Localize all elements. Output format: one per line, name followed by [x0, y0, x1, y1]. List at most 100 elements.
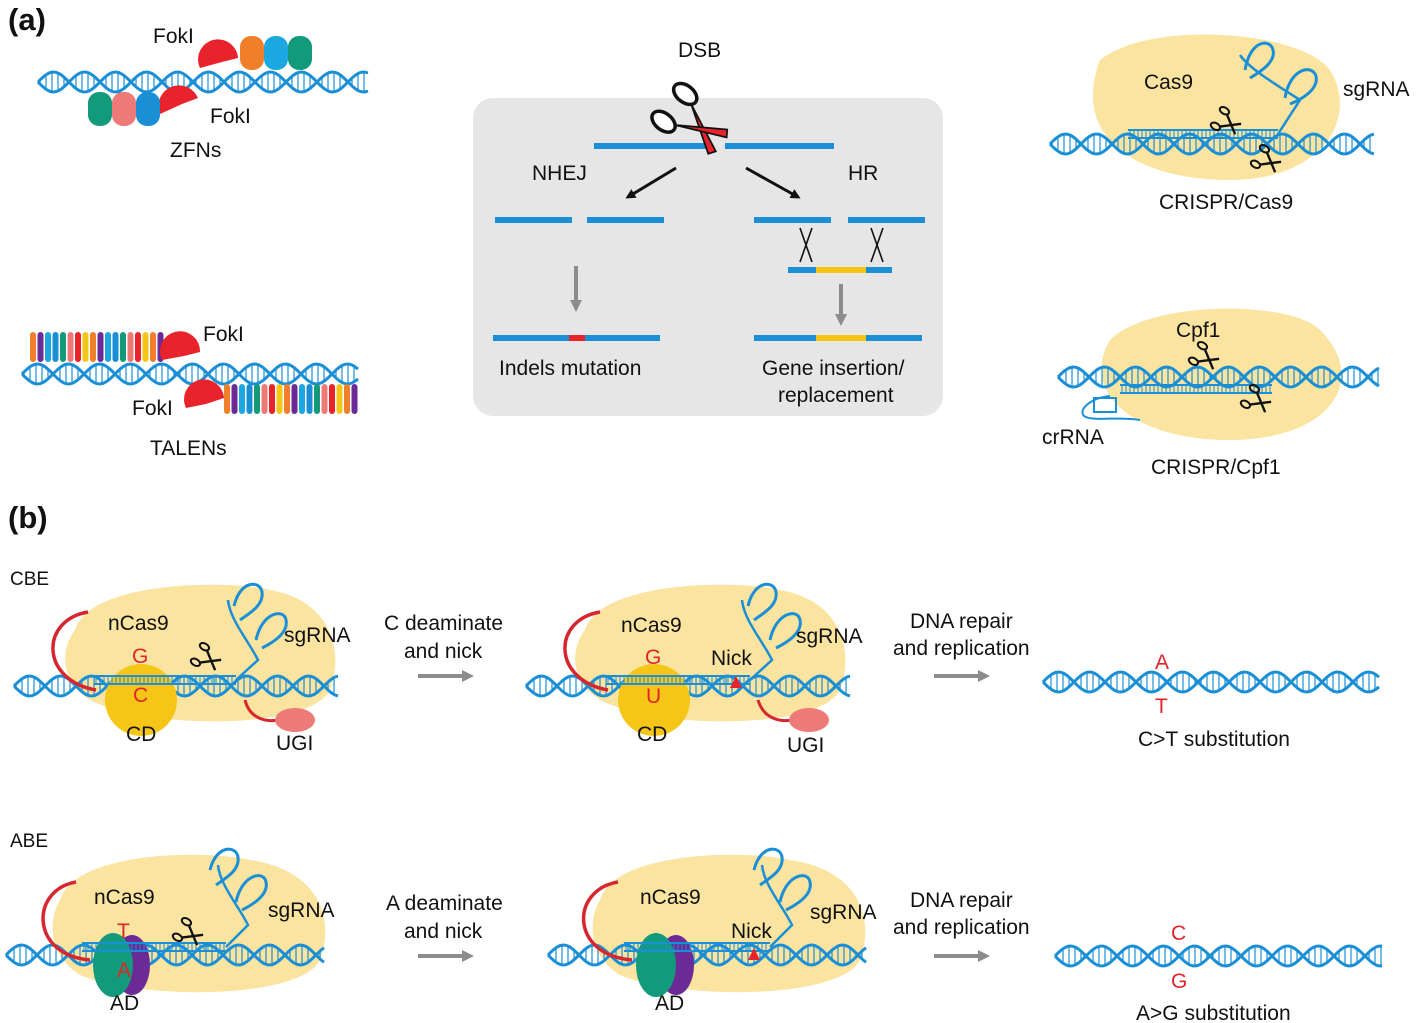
gene-insertion-label: Gene insertion/	[762, 357, 905, 380]
foki-nuclease-bottom	[184, 379, 224, 408]
crossover-right	[870, 227, 884, 263]
nhej-label: NHEJ	[532, 162, 587, 185]
nick-marker-icon	[748, 948, 760, 960]
gene-replacement-label: replacement	[778, 384, 894, 407]
nick-label: Nick	[711, 647, 752, 670]
dna-double-helix	[1056, 365, 1380, 389]
abe-initial-complex: nCas9 sgRNA T A AD	[4, 847, 335, 1015]
ad-label: AD	[110, 992, 139, 1015]
tale-repeat-array	[30, 332, 164, 362]
scissors-icon	[650, 81, 729, 155]
cbe-result-caption: C>T substitution	[1138, 728, 1290, 751]
crrna-duplex	[1081, 384, 1272, 421]
linker	[563, 610, 609, 692]
hr-label: HR	[848, 162, 878, 185]
abe-nicked-complex: nCas9 sgRNA Nick AD	[546, 847, 877, 1015]
ncas9-label: nCas9	[640, 886, 701, 909]
abe-label: ABE	[10, 831, 48, 852]
cbe-result: A T C>T substitution	[1041, 651, 1380, 751]
target-base-bottom: U	[646, 685, 661, 708]
linker	[41, 880, 91, 962]
dsb-label: DSB	[678, 39, 721, 62]
zfn-diagram: FokI FokI ZFNs	[36, 25, 369, 162]
foki-nuclease-top	[198, 39, 238, 68]
cd-label: CD	[637, 723, 667, 746]
ugi-label: UGI	[276, 732, 313, 755]
cpf1-title: CRISPR/Cpf1	[1151, 456, 1281, 479]
cpf1-protein-label: Cpf1	[1176, 319, 1220, 342]
ugi-protein	[789, 708, 829, 732]
zfn-foki-top-label: FokI	[153, 25, 194, 48]
nick-label: Nick	[731, 920, 772, 943]
abe-step2-line2: and replication	[893, 916, 1030, 939]
ncas9-label: nCas9	[94, 886, 155, 909]
zfn-title: ZFNs	[170, 139, 221, 162]
sgrna-label: sgRNA	[284, 624, 351, 647]
cas9-title: CRISPR/Cas9	[1159, 191, 1293, 214]
tale-repeat-array	[224, 384, 358, 414]
sgrna-hairpin	[1243, 41, 1318, 106]
target-base-bottom: A	[117, 959, 131, 982]
target-base-bottom: C	[133, 684, 148, 707]
panel-b-label: (b)	[8, 500, 48, 535]
cbe-label: CBE	[10, 569, 49, 590]
hr-arrow	[745, 166, 801, 199]
ad-label: AD	[655, 992, 684, 1015]
crossover-left	[799, 227, 813, 263]
target-base-top: G	[645, 646, 661, 669]
linker	[582, 880, 633, 962]
crispr-cas9-diagram: Cas9 sgRNA CRISPR/Cas9	[1048, 34, 1410, 214]
dna-double-helix	[1053, 944, 1382, 968]
cbe-initial-complex: nCas9 sgRNA G C CD UGI	[12, 582, 351, 755]
panel-a-label: (a)	[8, 2, 46, 37]
talen-foki-top-label: FokI	[203, 323, 244, 346]
talen-foki-bottom-label: FokI	[132, 397, 173, 420]
cd-label: CD	[126, 723, 156, 746]
dna-double-helix	[1041, 670, 1380, 694]
ncas9-label: nCas9	[108, 612, 169, 635]
result-base-top: A	[1155, 651, 1169, 674]
nick-marker-icon	[730, 676, 742, 688]
ncas9-label: nCas9	[621, 614, 682, 637]
cytidine-deaminase	[105, 664, 177, 736]
target-base-top: G	[132, 645, 148, 668]
cas9-sgrna-label: sgRNA	[1343, 78, 1410, 101]
zinc-finger-module	[88, 92, 112, 126]
result-base-bottom: T	[1155, 695, 1168, 718]
foki-nuclease-bottom	[158, 85, 198, 114]
zinc-finger-module	[136, 92, 160, 126]
zinc-finger-module	[264, 36, 288, 70]
abe-step2-line1: DNA repair	[910, 889, 1013, 912]
target-duplex	[94, 582, 288, 685]
target-duplex	[82, 847, 268, 952]
crispr-cpf1-diagram: Cpf1 crRNA CRISPR/Cpf1	[1042, 308, 1380, 479]
talen-diagram: FokI FokI TALENs	[20, 323, 359, 460]
zfn-foki-bottom-label: FokI	[210, 105, 251, 128]
indels-label: Indels mutation	[499, 357, 641, 380]
target-base-top: T	[117, 920, 130, 943]
cas9-protein-label: Cas9	[1144, 71, 1193, 94]
adenosine-deaminase	[93, 933, 133, 997]
sgrna-label: sgRNA	[796, 625, 863, 648]
cbe-step1-line1: C deaminate	[384, 612, 503, 635]
abe-result-caption: A>G substitution	[1136, 1002, 1291, 1023]
cpf1-crrna-label: crRNA	[1042, 426, 1104, 449]
cbe-nicked-complex: nCas9 sgRNA G U Nick CD UGI	[524, 582, 863, 757]
cbe-step1-line2: and nick	[404, 640, 483, 663]
abe-step1-line1: A deaminate	[386, 892, 503, 915]
sgrna-label: sgRNA	[268, 899, 335, 922]
sgrna-label: sgRNA	[810, 901, 877, 924]
foki-nuclease-top	[160, 331, 201, 360]
abe-result: C G A>G substitution	[1053, 922, 1382, 1023]
ugi-label: UGI	[787, 734, 824, 757]
ugi-protein	[275, 708, 315, 732]
result-base-bottom: G	[1171, 970, 1187, 993]
dna-double-helix	[36, 70, 369, 94]
abe-step1-line2: and nick	[404, 920, 483, 943]
dna-double-helix	[20, 362, 359, 386]
cas9-protein	[1092, 34, 1340, 181]
linker	[51, 610, 97, 692]
target-duplex	[606, 582, 802, 685]
dsb-repair-pathways: DSB NHEJ HR Indels mutation Gene inserti…	[473, 39, 943, 416]
